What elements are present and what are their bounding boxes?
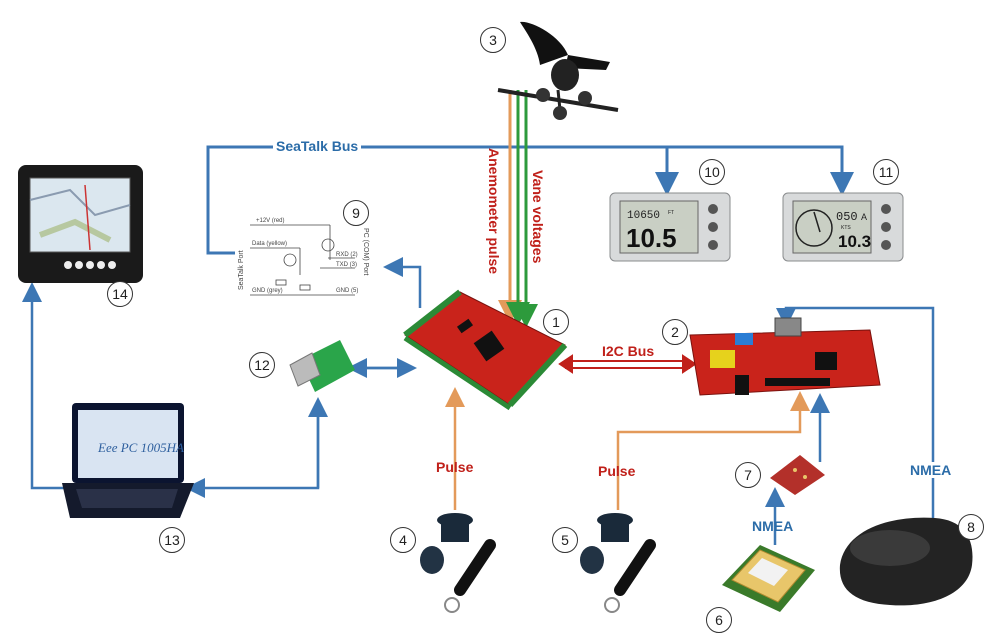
callout-12: 12 [249, 352, 275, 378]
callout-10: 10 [699, 159, 725, 185]
seatalk-bus-line [206, 145, 854, 255]
pulse-5-line [616, 391, 810, 510]
callout-2: 2 [662, 319, 688, 345]
paddlewheel-sensor-5-icon [580, 513, 656, 613]
anemometer-pulse-label: Anemometer pulse [486, 148, 502, 275]
nmea-8-2-line [776, 306, 935, 520]
level-shifter-board-icon [770, 455, 825, 495]
gps-module-icon [722, 545, 815, 612]
display-11-unit: A [861, 212, 867, 222]
pulse-4-label: Pulse [436, 459, 474, 475]
link-12-13 [185, 402, 320, 498]
callout-13: 13 [159, 527, 185, 553]
schematic-line-2: GND (grey) [252, 288, 283, 294]
anemometer-wires [498, 90, 538, 328]
display-11-big: 10.3 [838, 232, 871, 251]
secondary-io-board-icon [689, 317, 881, 396]
schematic-line-4: TXD (3) [336, 262, 357, 268]
wind-display-instrument [782, 192, 904, 262]
laptop-brand: Eee PC 1005HA [97, 440, 184, 455]
schematic-line-1: Data (yellow) [252, 241, 287, 247]
depth-display-instrument [609, 192, 731, 262]
callout-5: 5 [552, 527, 578, 553]
pulse-5-label: Pulse [598, 463, 636, 479]
i2c-bus-label: I2C Bus [602, 343, 655, 359]
wind-vane-icon [497, 21, 619, 120]
link-1-9 [383, 257, 422, 308]
callout-3: 3 [480, 27, 506, 53]
callout-7: 7 [735, 462, 761, 488]
schematic-right-label: PC (COM) Port [362, 228, 369, 276]
main-controller-board-icon [403, 289, 568, 411]
paddlewheel-sensor-4-icon [420, 513, 496, 613]
callout-1: 1 [543, 309, 569, 335]
display-10-big: 10.5 [626, 223, 677, 253]
link-13-14 [22, 282, 75, 490]
display-10-unit: FT [668, 210, 674, 216]
netbook-laptop-icon [62, 403, 194, 518]
schematic-line-5: GND (5) [336, 288, 358, 294]
schematic-left-label: SeaTalk Port [238, 250, 245, 290]
callout-4: 4 [390, 527, 416, 553]
schematic-line-3: RXD (2) [336, 252, 358, 258]
fluxgate-compass-icon [839, 517, 973, 606]
vane-voltages-label: Vane voltages [530, 170, 546, 264]
schematic-line-0: +12V (red) [256, 218, 285, 224]
callout-9: 9 [343, 200, 369, 226]
i2c-bus-arrow [558, 354, 697, 374]
callout-14: 14 [107, 281, 133, 307]
callout-11: 11 [873, 159, 899, 185]
callout-8: 8 [958, 514, 984, 540]
seatalk-bus-label: SeaTalk Bus [273, 138, 362, 154]
nmea-8-label: NMEA [910, 462, 952, 478]
seatalk-interface-schematic [250, 224, 355, 296]
display-11-small: 050 [836, 210, 858, 224]
chartplotter-display-icon [18, 165, 143, 283]
display-10-small: 10650 [627, 210, 660, 222]
nmea-7-label: NMEA [752, 518, 794, 534]
display-11-kts: KTS [841, 225, 851, 231]
usb-serial-board-icon [289, 340, 355, 392]
callout-6: 6 [706, 607, 732, 633]
